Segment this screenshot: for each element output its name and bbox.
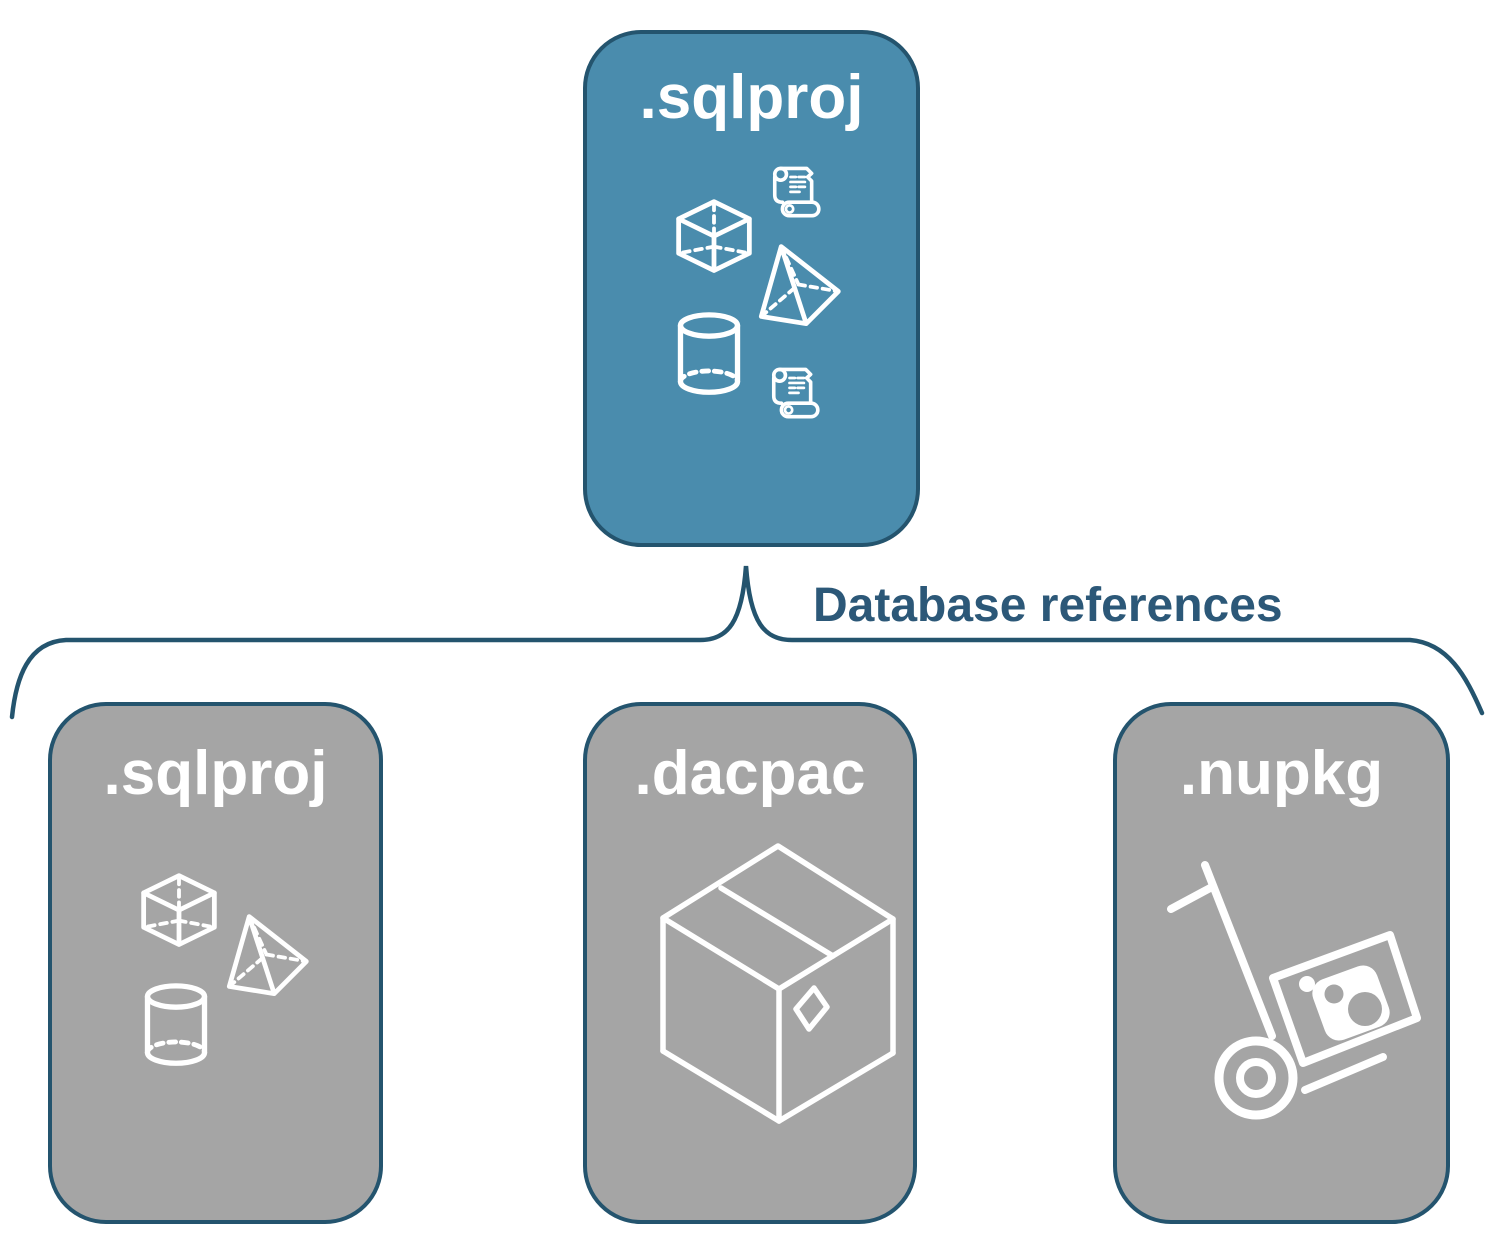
node-child-dacpac: .dacpac bbox=[583, 702, 917, 1224]
node-title: .sqlproj bbox=[639, 63, 864, 132]
brace-connector bbox=[9, 565, 1485, 720]
package-box-icon bbox=[660, 843, 896, 1124]
node-child-sqlproj: .sqlproj bbox=[48, 702, 383, 1224]
node-child-nupkg: .nupkg bbox=[1113, 702, 1450, 1224]
node-title: .sqlproj bbox=[103, 739, 328, 808]
pyramid-icon bbox=[758, 244, 841, 326]
node-root-sqlproj: .sqlproj bbox=[583, 30, 920, 547]
cube-icon bbox=[676, 199, 752, 273]
hand-truck-nuget-icon bbox=[1167, 861, 1421, 1120]
cube-icon bbox=[141, 873, 217, 947]
cylinder-icon bbox=[144, 983, 208, 1066]
pyramid-icon bbox=[226, 914, 309, 996]
connector-label: Database references bbox=[813, 579, 1283, 632]
node-title: .dacpac bbox=[634, 739, 866, 808]
node-title: .nupkg bbox=[1179, 739, 1384, 808]
scroll-icon bbox=[771, 367, 820, 419]
scroll-icon bbox=[772, 166, 821, 218]
cylinder-icon bbox=[677, 312, 741, 395]
